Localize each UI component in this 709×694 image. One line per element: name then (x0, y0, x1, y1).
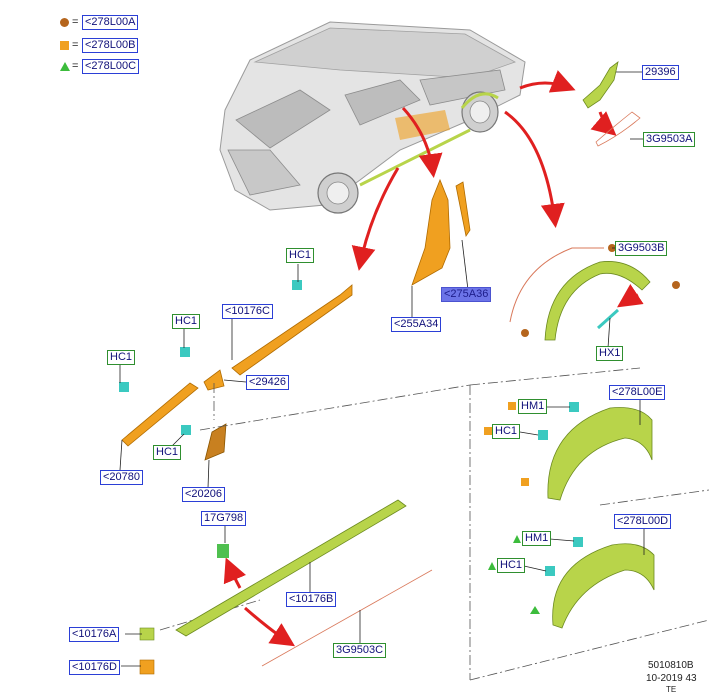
callout-275A36[interactable]: <275A36 (441, 287, 492, 302)
legend-triangle-marker (513, 535, 521, 543)
callout-HC1-top[interactable]: HC1 (286, 248, 315, 263)
legend-square-marker (508, 402, 516, 410)
footer-extra: TE (666, 685, 677, 694)
callout-HC1-b[interactable]: HC1 (497, 558, 526, 573)
callout-278L00E[interactable]: <278L00E (609, 385, 666, 400)
callout-10176C[interactable]: <10176C (222, 304, 273, 319)
callout-HM1-b[interactable]: HM1 (522, 531, 552, 546)
legend-triangle-icon (60, 62, 70, 71)
callout-HC1-low[interactable]: HC1 (153, 445, 182, 460)
legend-equals: = (72, 39, 79, 51)
legend-equals: = (72, 60, 79, 72)
callout-HX1[interactable]: HX1 (596, 346, 624, 361)
callout-HC1-mid[interactable]: HC1 (172, 314, 201, 329)
callout-20780[interactable]: <20780 (100, 470, 144, 485)
callout-HC1-a[interactable]: HC1 (492, 424, 521, 439)
red-arrows (223, 70, 644, 647)
wheel-arch-mid (509, 244, 680, 341)
wheel-arch-liner-upper (582, 61, 641, 147)
footer-ref: 5010810B (648, 660, 694, 671)
callout-3G9503B[interactable]: 3G9503B (615, 241, 668, 256)
callout-20206[interactable]: <20206 (182, 487, 226, 502)
guide-lines (159, 367, 709, 681)
callout-255A34[interactable]: <255A34 (391, 317, 442, 332)
legend-equals: = (72, 16, 79, 28)
leader-lines (119, 71, 645, 667)
legend-triangle-marker (488, 562, 496, 570)
callout-3G9503A[interactable]: 3G9503A (643, 132, 696, 147)
callout-10176D[interactable]: <10176D (69, 660, 120, 675)
legend-code-278L00A[interactable]: <278L00A (82, 15, 139, 30)
legend-square-icon (60, 41, 69, 50)
callout-HC1-left[interactable]: HC1 (107, 350, 136, 365)
callout-10176B[interactable]: <10176B (286, 592, 337, 607)
callout-3G9503C[interactable]: 3G9503C (333, 643, 387, 658)
callout-29396[interactable]: 29396 (642, 65, 679, 80)
callout-10176A[interactable]: <10176A (69, 627, 120, 642)
door-mouldings-center (411, 178, 471, 286)
callout-17G798[interactable]: 17G798 (201, 511, 247, 526)
legend-code-278L00C[interactable]: <278L00C (82, 59, 140, 74)
body-side-mouldings-upper (119, 280, 353, 461)
van-illustration (219, 21, 526, 214)
legend-code-278L00B[interactable]: <278L00B (82, 38, 139, 53)
legend-square-marker (484, 427, 492, 435)
callout-278L00D[interactable]: <278L00D (614, 514, 672, 529)
callout-29426[interactable]: <29426 (246, 375, 290, 390)
callout-HM1-a[interactable]: HM1 (518, 399, 548, 414)
wheel-arch-lower-2 (530, 537, 655, 629)
sill-moulding (139, 499, 433, 675)
wheel-arch-lower-1 (521, 402, 653, 501)
footer-date: 10-2019 43 (646, 673, 697, 684)
legend-circle-icon (60, 18, 69, 27)
